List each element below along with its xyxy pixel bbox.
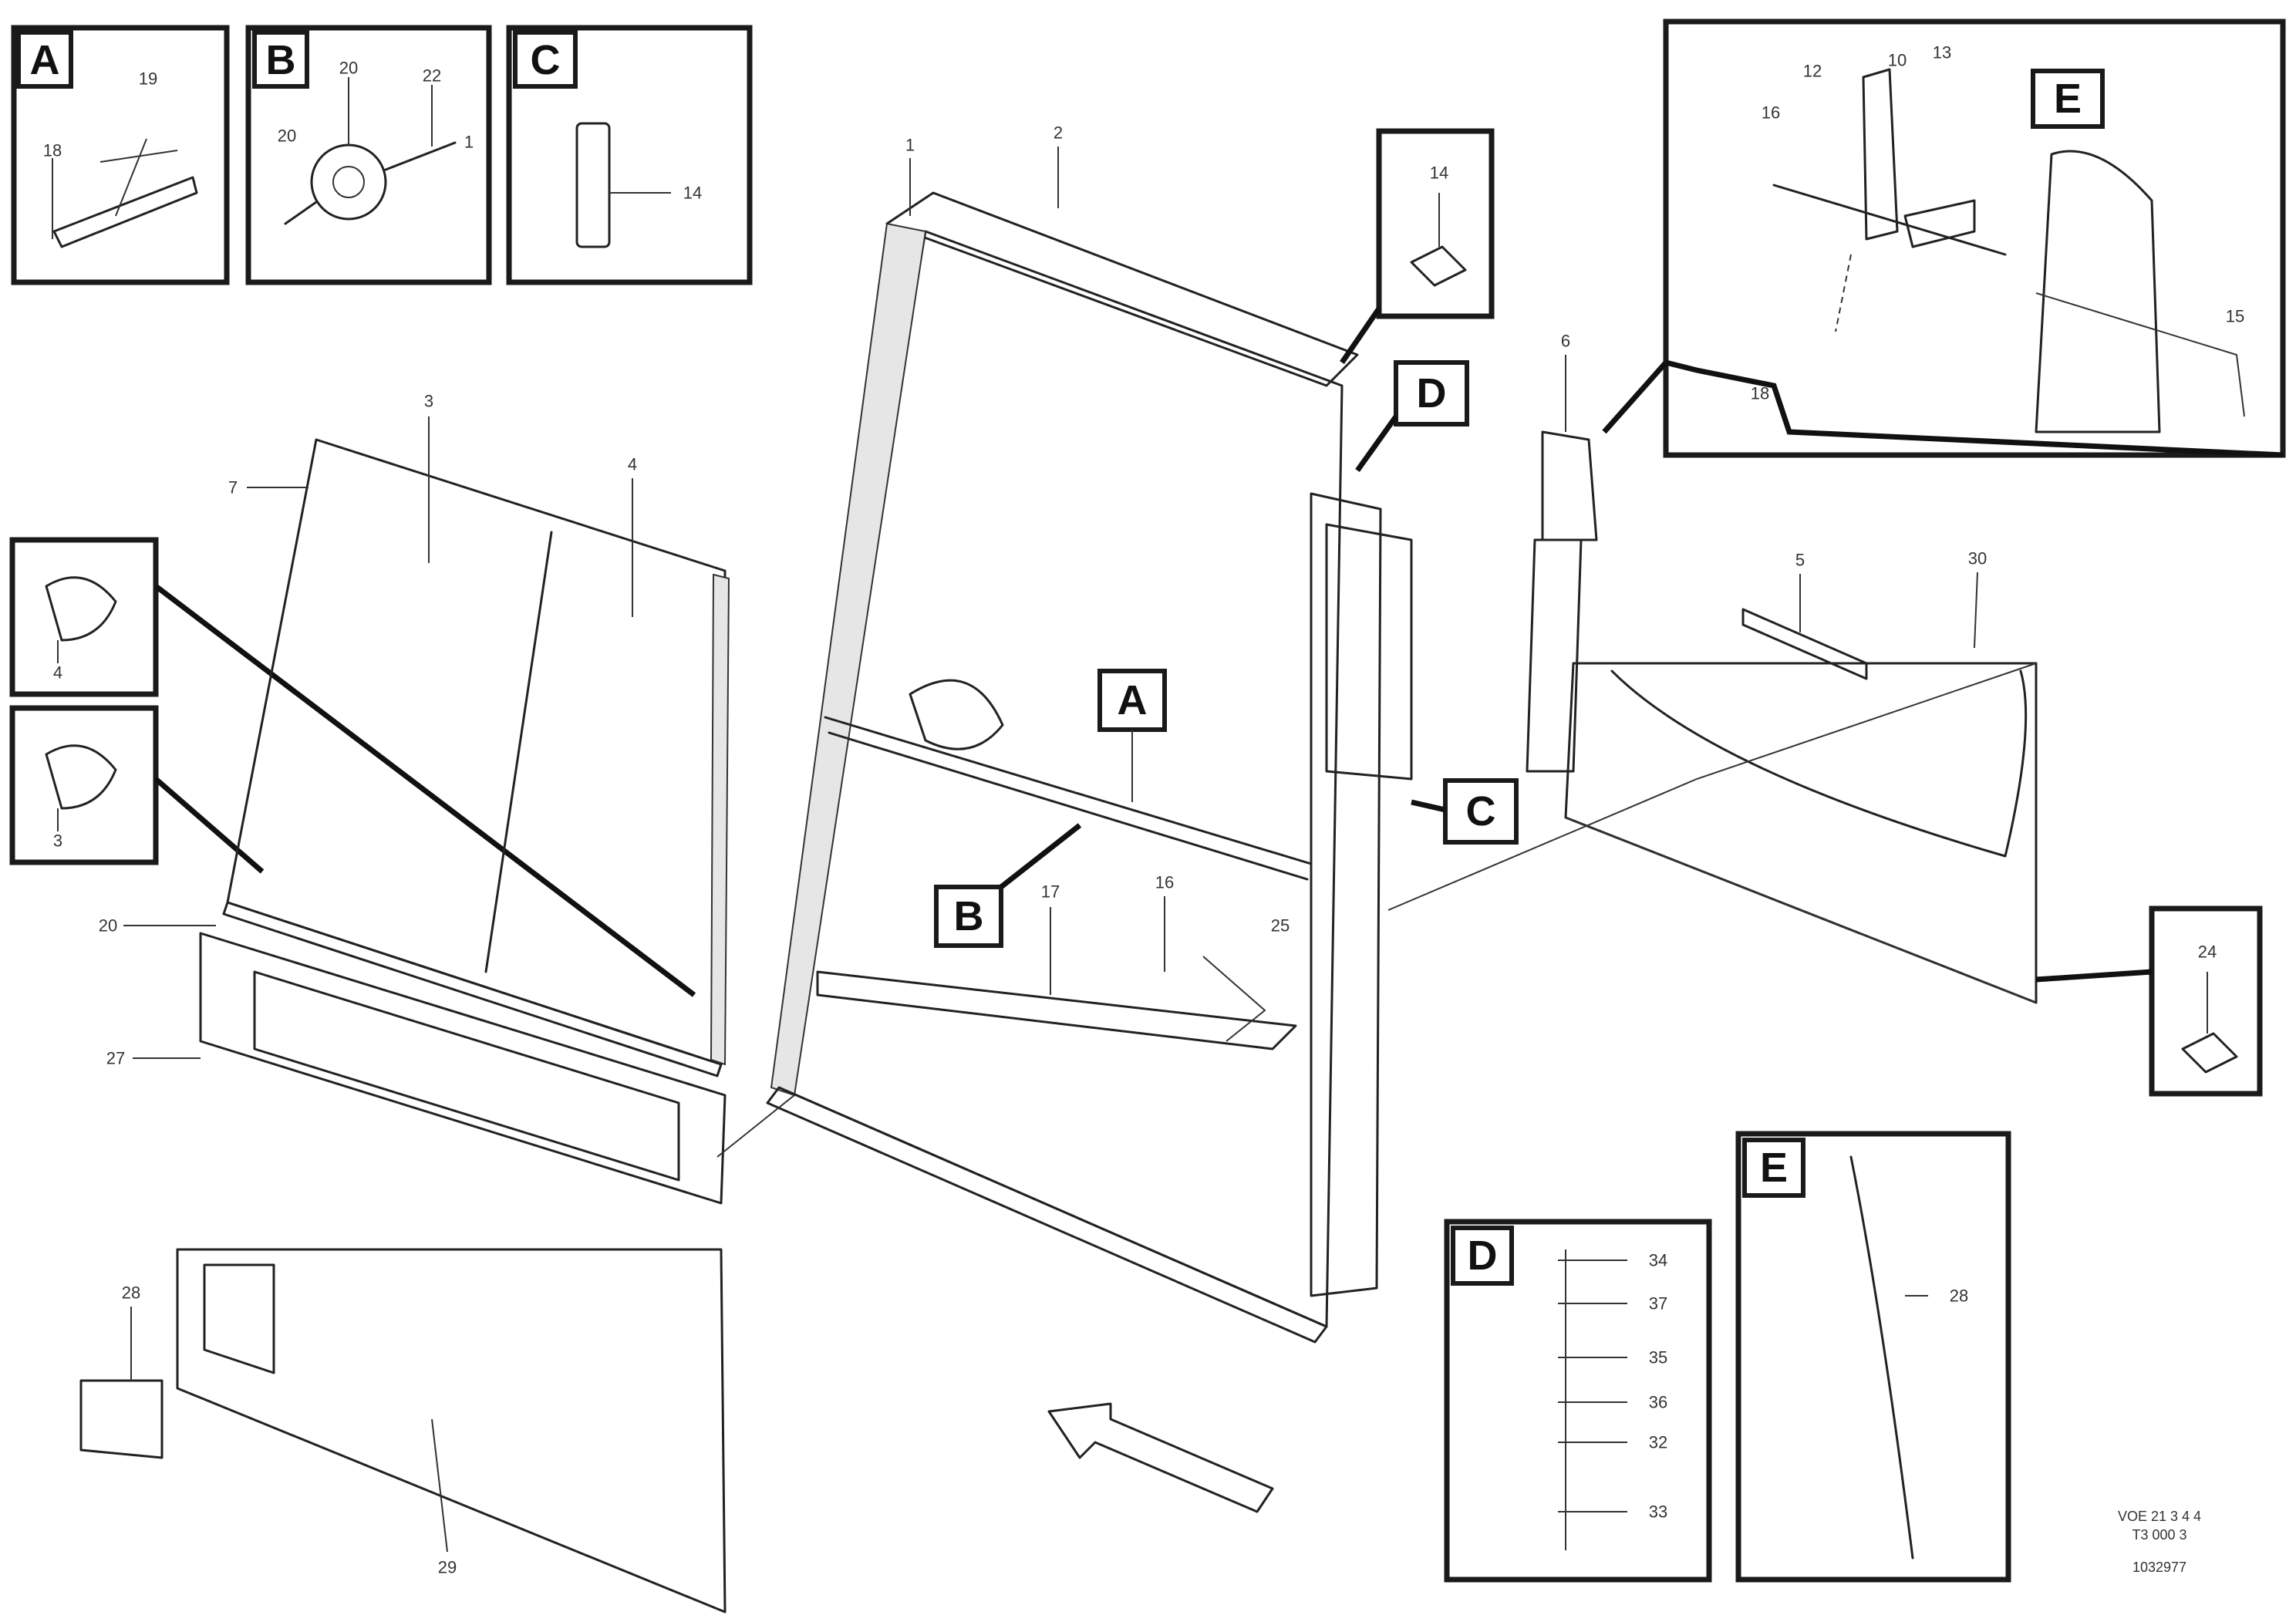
detail-d-list-label: D bbox=[1468, 1233, 1498, 1279]
detail-d-num-37: 37 bbox=[1649, 1294, 1667, 1313]
reference-block: VOE 21 3 4 4 T3 000 3 1032977 bbox=[2118, 1509, 2201, 1575]
detail-e-upper-label: E bbox=[2054, 76, 2082, 122]
main-callout-a: A bbox=[1097, 669, 1167, 802]
left-upper-num-4: 4 bbox=[53, 663, 62, 683]
detail-d-num-35: 35 bbox=[1649, 1348, 1667, 1367]
detail-b-num-20b: 20 bbox=[278, 126, 296, 146]
detail-e-list-num-28: 28 bbox=[1950, 1286, 1968, 1306]
main-num-5: 5 bbox=[1795, 551, 1805, 570]
main-num-4: 4 bbox=[628, 455, 637, 474]
main-num-1: 1 bbox=[905, 136, 915, 155]
detail-e-list-label: E bbox=[1760, 1145, 1788, 1191]
detail-box-e-upper: E 12 13 16 18 15 10 bbox=[1602, 19, 2286, 458]
detail-e-num-16: 16 bbox=[1762, 103, 1780, 123]
main-callout-b: B bbox=[934, 823, 1082, 948]
detail-e-num-18: 18 bbox=[1751, 384, 1769, 403]
detail-box-a-label: A bbox=[30, 37, 60, 83]
right-side-panel: 6 5 30 bbox=[1387, 332, 2038, 1004]
detail-b-num-22: 22 bbox=[423, 66, 441, 86]
main-num-3: 3 bbox=[424, 392, 433, 411]
detail-e-num-10: 10 bbox=[1888, 51, 1907, 70]
main-callout-c: C bbox=[1411, 778, 1519, 845]
main-callout-d-label: D bbox=[1417, 370, 1447, 416]
detail-box-c: C 14 bbox=[506, 25, 753, 285]
main-num-2: 2 bbox=[1054, 123, 1063, 143]
main-callout-a-label: A bbox=[1118, 677, 1148, 723]
detail-a-num-19: 19 bbox=[139, 69, 157, 89]
detail-d-num-34: 34 bbox=[1649, 1251, 1667, 1270]
detail-box-b: B 20 22 20 1 bbox=[245, 25, 492, 285]
main-callout-d: D bbox=[1355, 360, 1469, 473]
main-num-27: 27 bbox=[106, 1049, 125, 1068]
main-num-20: 20 bbox=[99, 916, 117, 936]
detail-box-a: A 19 18 bbox=[11, 25, 230, 285]
main-num-25: 25 bbox=[1271, 916, 1290, 936]
main-num-17: 17 bbox=[1041, 882, 1060, 902]
main-num-16: 16 bbox=[1155, 873, 1174, 892]
detail-e-num-12: 12 bbox=[1803, 62, 1822, 81]
main-num-6: 6 bbox=[1561, 332, 1570, 351]
detail-c-num-14: 14 bbox=[683, 184, 702, 203]
detail-box-24: 24 bbox=[2035, 905, 2263, 1097]
detail-e-num-13: 13 bbox=[1933, 43, 1951, 62]
detail-box-d-list: D 34 37 35 36 32 33 bbox=[1444, 1219, 1712, 1583]
left-detail-box-lower: 3 bbox=[9, 705, 159, 865]
detail-b-num-1: 1 bbox=[464, 133, 474, 152]
detail-box-e-list: E 28 bbox=[1735, 1131, 2011, 1583]
main-num-30: 30 bbox=[1968, 549, 1987, 568]
direction-arrow bbox=[1047, 1402, 1274, 1513]
left-lower-num-3: 3 bbox=[53, 831, 62, 851]
left-detail-box-upper: 4 bbox=[9, 537, 159, 697]
box24-num: 24 bbox=[2198, 943, 2217, 962]
reference-line-2: T3 000 3 bbox=[2132, 1527, 2186, 1543]
detail-box-b-label: B bbox=[266, 37, 296, 83]
detail-d-num-36: 36 bbox=[1649, 1393, 1667, 1412]
main-num-29: 29 bbox=[438, 1558, 457, 1577]
detail-box-14: 14 bbox=[1340, 128, 1495, 364]
detail-box-c-label: C bbox=[531, 37, 561, 83]
cab-door-frame: 1 2 17 16 25 bbox=[716, 123, 1413, 1344]
main-callout-b-label: B bbox=[954, 893, 984, 939]
detail-d-num-32: 32 bbox=[1649, 1433, 1667, 1452]
main-callout-c-label: C bbox=[1466, 788, 1496, 835]
detail-d-num-33: 33 bbox=[1649, 1502, 1667, 1522]
main-num-28: 28 bbox=[122, 1283, 140, 1303]
detail-b-num-20: 20 bbox=[339, 59, 358, 78]
reference-line-1: VOE 21 3 4 4 bbox=[2118, 1509, 2201, 1524]
detail-a-num-18: 18 bbox=[43, 141, 62, 160]
main-num-7: 7 bbox=[228, 478, 238, 497]
box14-num: 14 bbox=[1430, 164, 1448, 183]
reference-line-3: 1032977 bbox=[2132, 1560, 2186, 1575]
lower-front-glass-panel: 3 7 4 20 27 28 29 bbox=[79, 392, 730, 1614]
detail-e-num-15: 15 bbox=[2226, 307, 2244, 326]
